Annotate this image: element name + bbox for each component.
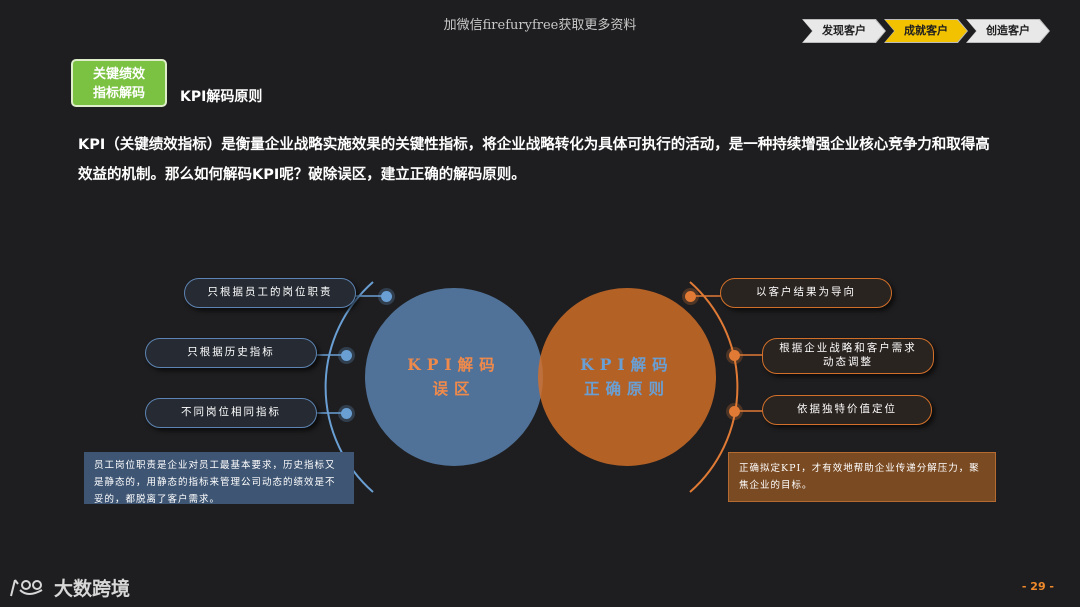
pitfall-item: 只根据员工的岗位职责	[184, 278, 356, 308]
pitfall-dot	[341, 408, 352, 419]
badge-line-1: 关键绩效	[92, 67, 145, 82]
logo-text: 大数跨境	[54, 578, 131, 600]
step-discover[interactable]: 发现客户	[803, 20, 885, 42]
top-note: 加微信firefuryfree获取更多资料	[443, 18, 637, 33]
pitfall-dot	[341, 350, 352, 361]
principle-item: 以客户结果为导向	[720, 278, 892, 308]
principles-circle: KPI解码 正确原则	[538, 288, 716, 466]
badge-line-2: 指标解码	[92, 86, 145, 101]
pitfalls-circle-line-1: KPI解码	[407, 355, 501, 374]
step-achieve[interactable]: 成就客户	[885, 20, 967, 42]
principle-dot	[729, 406, 740, 417]
section-badge: 关键绩效 指标解码	[71, 59, 167, 107]
pitfalls-note: 员工岗位职责是企业对员工最基本要求，历史指标又是静态的，用静态的指标来管理公司动…	[84, 452, 354, 505]
page-number: - 29 -	[1021, 580, 1054, 593]
principle-dot	[685, 291, 696, 302]
logo-mark-icon	[10, 578, 43, 596]
principle-item: 依据独特价值定位	[762, 395, 932, 425]
pitfalls-circle-line-2: 误区	[432, 379, 476, 398]
pitfall-item: 不同岗位相同指标	[145, 398, 317, 428]
pitfall-dot	[381, 291, 392, 302]
principles-circle-line-2: 正确原则	[583, 379, 670, 398]
principles-note: 正确拟定KPI，才有效地帮助企业传递分解压力，聚焦企业的目标。	[728, 452, 996, 502]
step-arrows: 发现客户 成就客户 创造客户	[802, 19, 1058, 44]
step-create[interactable]: 创造客户	[967, 20, 1049, 42]
principles-circle-line-1: KPI解码	[580, 355, 674, 374]
pitfalls-circle: KPI解码 误区	[365, 288, 543, 466]
pitfall-item: 只根据历史指标	[145, 338, 317, 368]
intro-paragraph: KPI（关键绩效指标）是衡量企业战略实施效果的关键性指标，将企业战略转化为具体可…	[78, 137, 990, 183]
principle-item: 根据企业战略和客户需求动态调整	[762, 338, 934, 374]
section-title: KPI解码原则	[180, 89, 263, 105]
right-arc	[689, 281, 739, 493]
principle-dot	[729, 350, 740, 361]
brand-logo: 大数跨境	[8, 574, 130, 601]
